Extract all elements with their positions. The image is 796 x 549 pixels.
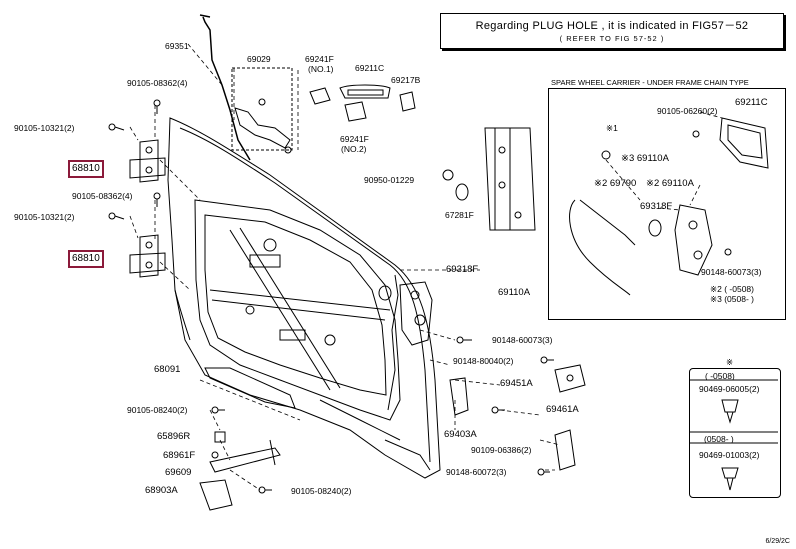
label-69451a[interactable]: 69451A [500, 378, 533, 389]
label-68810-a[interactable]: 68810 [68, 160, 104, 178]
label-90105-08362-b[interactable]: 90105-08362(4) [72, 191, 133, 201]
label-69461a[interactable]: 69461A [546, 404, 579, 415]
spare-note-3: ※3 (0508- ) [710, 294, 754, 304]
clip-star: ※ [726, 357, 734, 367]
label-68091[interactable]: 68091 [154, 364, 181, 375]
bracket-69461a [554, 429, 576, 471]
clip-range-2: (0508- ) [704, 434, 734, 444]
label-69403a[interactable]: 69403A [444, 429, 477, 440]
label-90105-10321-b[interactable]: 90105-10321(2) [14, 212, 75, 222]
label-67281f[interactable]: 67281F [445, 210, 474, 220]
handle-bracket-69029 [231, 67, 293, 154]
spare-label-90148-60073[interactable]: 90148-60073(3) [701, 267, 762, 277]
clip-label-90469-01003[interactable]: 90469-01003(2) [699, 450, 760, 460]
label-69609[interactable]: 69609 [165, 467, 192, 478]
door-panel [167, 117, 441, 479]
bracket-68903a [199, 479, 233, 511]
label-90105-08240-b[interactable]: 90105-08240(2) [291, 486, 352, 496]
spare-label-90105-06260[interactable]: 90105-06260(2) [657, 106, 718, 116]
spare-note-2: ※2 ( -0508) [710, 284, 754, 294]
label-69351[interactable]: 69351 [165, 41, 189, 51]
pillar-67281f [442, 127, 536, 231]
door-lock-69110a [378, 281, 433, 346]
label-90105-08240-a[interactable]: 90105-08240(2) [127, 405, 188, 415]
striker-69451a [554, 364, 586, 393]
label-68961f[interactable]: 68961F [163, 450, 196, 461]
footer-code: 6/29/2C [765, 538, 790, 545]
label-90950-01229[interactable]: 90950-01229 [364, 175, 415, 185]
label-90105-08362-a[interactable]: 90105-08362(4) [127, 78, 188, 88]
cap-69241f-2 [344, 101, 367, 122]
spare-label-69211c[interactable]: 69211C [735, 97, 768, 108]
label-69241f-2-note: (NO.2) [341, 144, 367, 154]
spare-label-69790[interactable]: ※2 69790 [594, 178, 637, 189]
label-90109-06386[interactable]: 90109-06386(2) [471, 445, 532, 455]
stopper-65896r [214, 431, 226, 443]
clip-box [689, 368, 781, 498]
label-90148-80040[interactable]: 90148-80040(2) [453, 356, 514, 366]
label-69211c[interactable]: 69211C [355, 63, 385, 73]
hinge-lower [129, 234, 166, 278]
spare-title: SPARE WHEEL CARRIER - UNDER FRAME CHAIN … [551, 78, 749, 87]
label-65896r[interactable]: 65896R [157, 431, 191, 442]
clip-range-1: ( -0508) [705, 371, 735, 381]
rod-69351 [202, 16, 251, 161]
bracket-69403a [449, 377, 469, 416]
spare-label-69110a-b[interactable]: ※2 69110A [646, 178, 694, 189]
label-69241f-1-note: (NO.1) [308, 64, 334, 74]
note-line2: ( REFER TO FIG 57-52 ) [559, 34, 665, 43]
label-69318f[interactable]: 69318F [446, 264, 479, 275]
spare-label-69110a-a[interactable]: ※3 69110A [621, 153, 669, 164]
note-line1: Regarding PLUG HOLE , it is indicated in… [475, 20, 749, 32]
label-69217b[interactable]: 69217B [391, 75, 421, 85]
label-90105-10321-a[interactable]: 90105-10321(2) [14, 123, 75, 133]
label-90148-60073-a[interactable]: 90148-60073(3) [492, 335, 553, 345]
clip-label-90469-06005[interactable]: 90469-06005(2) [699, 384, 760, 394]
label-69241f-2[interactable]: 69241F [340, 134, 369, 144]
spare-label-69318f[interactable]: 69318F [640, 201, 673, 212]
label-68903a[interactable]: 68903A [145, 485, 178, 496]
spare-carrier-parts [569, 117, 769, 296]
spare-box [548, 88, 786, 320]
stay-69609 [209, 439, 281, 473]
note-box: Regarding PLUG HOLE , it is indicated in… [440, 13, 784, 49]
stay-68091 [204, 367, 296, 409]
label-69241f-1[interactable]: 69241F [305, 54, 334, 64]
hinge-upper [129, 139, 166, 183]
label-90148-60072[interactable]: 90148-60072(3) [446, 467, 507, 477]
cap-69241f-1 [309, 87, 331, 105]
handle-69211c [339, 84, 391, 99]
label-69110a[interactable]: 69110A [498, 287, 531, 298]
clip-icons [721, 399, 739, 491]
spare-label-s-star1: ※1 [606, 123, 618, 133]
cap-69217b [399, 91, 416, 112]
label-69029[interactable]: 69029 [247, 54, 271, 64]
bolts [108, 99, 554, 494]
label-68810-b[interactable]: 68810 [68, 250, 104, 268]
